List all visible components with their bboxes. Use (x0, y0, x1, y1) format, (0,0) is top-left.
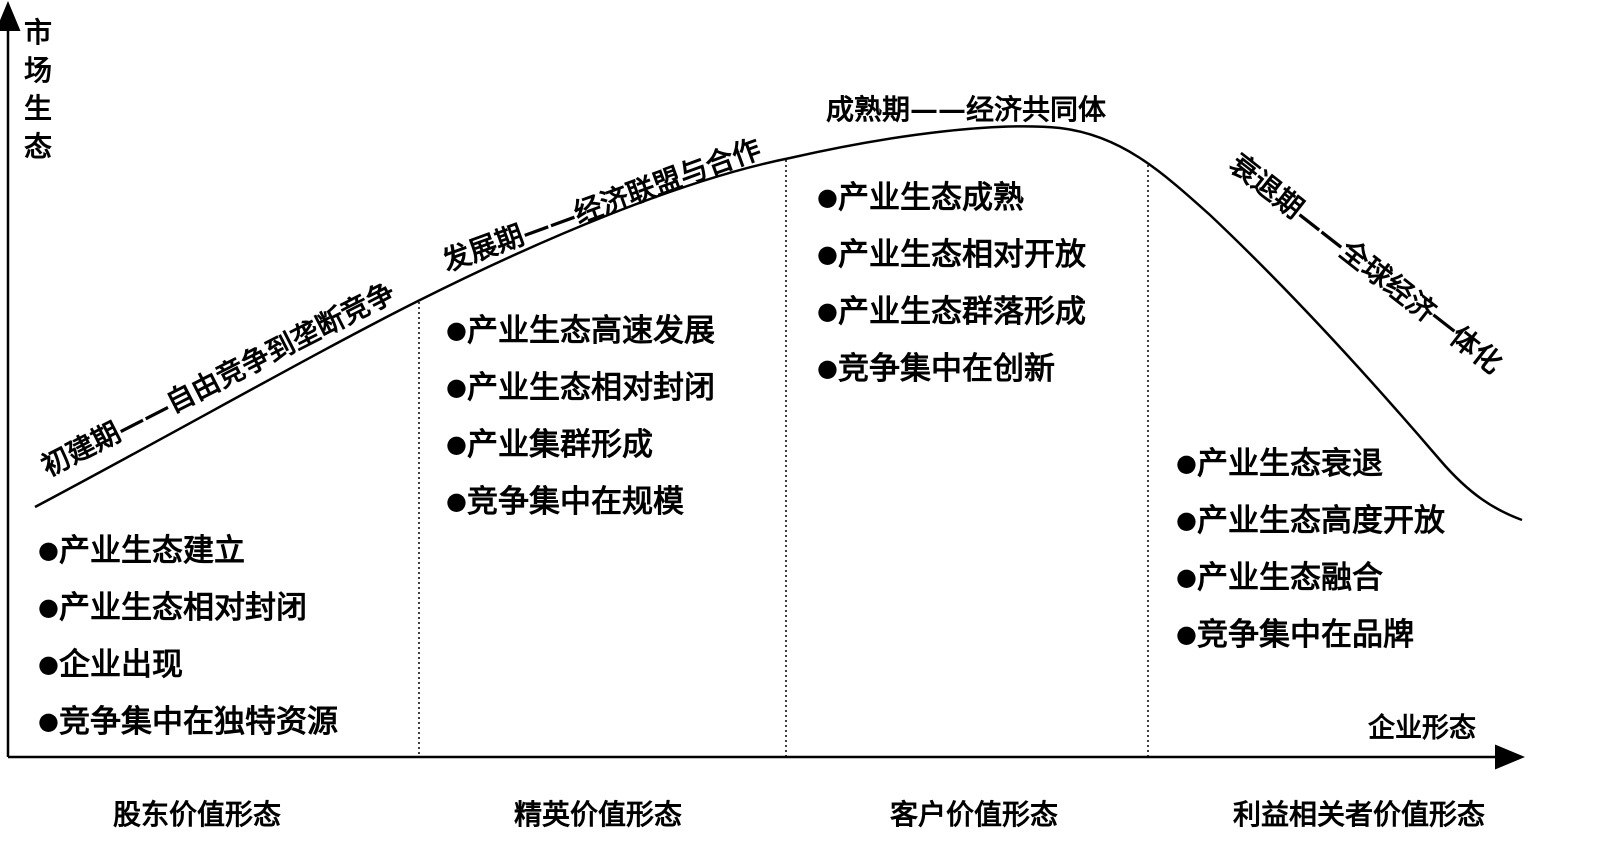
list-item: 产业生态相对开放 (817, 225, 1086, 282)
list-item: 企业出现 (38, 635, 338, 692)
form-label-customer: 客户价值形态 (890, 798, 1059, 831)
lifecycle-curve (34, 125, 1523, 522)
list-item: 产业生态衰退 (1176, 434, 1445, 491)
y-axis-label: 市场生态 (24, 16, 53, 163)
list-item: 产业生态相对封闭 (446, 358, 715, 415)
list-item: 竞争集中在规模 (446, 472, 715, 529)
stage-items-initial: 产业生态建立 产业生态相对封闭 企业出现 竞争集中在独特资源 (38, 521, 338, 749)
list-item: 产业生态成熟 (817, 168, 1086, 225)
list-item: 产业生态高度开放 (1176, 491, 1445, 548)
form-label-stakeholder: 利益相关者价值形态 (1233, 798, 1486, 831)
list-item: 竞争集中在独特资源 (38, 692, 338, 749)
list-item: 产业生态融合 (1176, 548, 1445, 605)
stage-items-growth: 产业生态高速发展 产业生态相对封闭 产业集群形成 竞争集中在规模 (446, 301, 715, 529)
stage-items-decline: 产业生态衰退 产业生态高度开放 产业生态融合 竞争集中在品牌 (1176, 434, 1445, 662)
list-item: 产业生态群落形成 (817, 282, 1086, 339)
list-item: 产业生态相对封闭 (38, 578, 338, 635)
list-item: 产业生态高速发展 (446, 301, 715, 358)
list-item: 竞争集中在创新 (817, 339, 1086, 396)
stage-items-mature: 产业生态成熟 产业生态相对开放 产业生态群落形成 竞争集中在创新 (817, 168, 1086, 396)
stage-label-mature: 成熟期——经济共同体 (826, 93, 1107, 126)
list-item: 产业生态建立 (38, 521, 338, 578)
form-label-shareholder: 股东价值形态 (113, 798, 282, 831)
list-item: 产业集群形成 (446, 415, 715, 472)
x-axis-label: 企业形态 (1368, 713, 1476, 744)
list-item: 竞争集中在品牌 (1176, 605, 1445, 662)
form-label-elite: 精英价值形态 (514, 798, 683, 831)
